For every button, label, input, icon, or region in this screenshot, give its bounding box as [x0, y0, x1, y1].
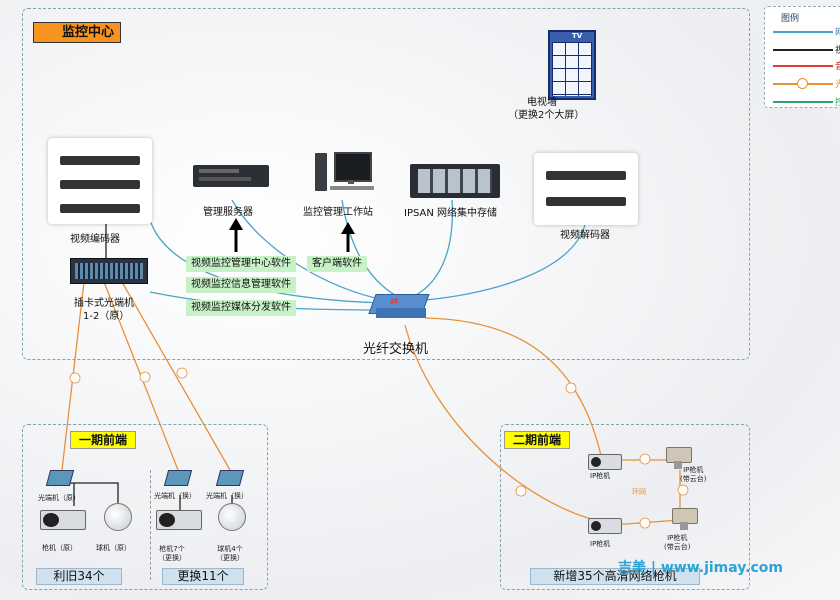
storage-array-icon	[410, 164, 500, 198]
divider	[150, 470, 151, 580]
monitor-center-zone	[22, 8, 750, 360]
card-optical-rack-icon	[70, 258, 148, 284]
phase2-label: 二期前端	[504, 431, 571, 449]
dome-orig-label: 球机（原）	[96, 544, 131, 552]
legend-label-audio: 音	[835, 62, 840, 72]
server-icon	[193, 165, 269, 187]
software-client: 客户端软件	[307, 256, 367, 272]
legend-line-audio	[773, 65, 833, 67]
workstation-label: 监控管理工作站	[303, 207, 373, 218]
optical-orig-label: 光端机（原）	[38, 494, 80, 502]
video-decoder	[534, 153, 638, 225]
fiber-switch-phase2-bottom	[404, 324, 596, 521]
rack-unit-icon	[546, 197, 626, 206]
optical-transceiver-icon	[215, 470, 245, 486]
legend-line-control	[773, 101, 833, 103]
legend-line-video	[773, 49, 833, 51]
optical-transceiver-icon	[163, 470, 193, 486]
gun-camera-icon	[156, 510, 202, 530]
gun-new-label: 枪机7个（更换）	[158, 545, 186, 562]
phase2-zone	[500, 424, 750, 590]
phase2-count: 新增35个高清网络枪机	[530, 568, 700, 585]
legend-title: 图例	[781, 14, 800, 24]
phase1-old-count: 利旧34个	[36, 568, 122, 585]
fiber-switch-label: 光纤交换机	[363, 342, 429, 357]
video-encoder	[48, 138, 152, 224]
rack-unit-icon	[546, 171, 626, 180]
dome-camera-icon	[218, 503, 246, 531]
phase1-label: 一期前端	[70, 431, 137, 449]
ip-camera-icon	[588, 518, 622, 534]
legend: 图例 网 视 音 光 控	[764, 6, 840, 108]
ring-network-label: 环网	[632, 488, 646, 496]
software-center: 视频监控管理中心软件	[186, 256, 296, 272]
card-optical-label: 插卡式光端机	[74, 298, 134, 309]
link-decoder-switch	[424, 224, 586, 301]
tv-wall-label: 电视墙	[527, 97, 557, 108]
ip-gun-2-label: IP枪机	[590, 540, 611, 548]
legend-label-network: 网	[835, 28, 840, 38]
mgmt-server-label: 管理服务器	[203, 207, 253, 218]
legend-label-control: 控	[835, 98, 840, 108]
optical-new-label: 光端机（换）	[154, 492, 196, 500]
link-server-switch	[231, 199, 386, 301]
ip-gun-1-label: IP枪机	[590, 472, 611, 480]
fiber-connector-icon	[797, 78, 808, 89]
legend-label-fiber: 光	[835, 80, 840, 90]
ip-gun-ptz-1-label: IP枪机(带云台)	[680, 466, 707, 483]
phase1-zone	[22, 424, 268, 590]
phase1-new-count: 更换11个	[162, 568, 244, 585]
keyboard-icon	[330, 186, 374, 190]
rack-unit-icon	[60, 156, 140, 165]
ip-gun-ptz-2-label: IP枪机(带云台)	[664, 534, 691, 551]
dome-camera-icon	[104, 503, 132, 531]
software-media: 视频监控媒体分发软件	[186, 300, 296, 316]
legend-line-network	[773, 31, 833, 33]
fiber-phase1-dome	[121, 281, 231, 471]
video-decoder-label: 视频解码器	[560, 230, 610, 241]
gun-camera-icon	[40, 510, 86, 530]
gun-orig-label: 枪机（原）	[42, 544, 77, 552]
monitor-icon	[334, 152, 372, 182]
optical-transceiver-icon	[45, 470, 75, 486]
software-info: 视频监控信息管理软件	[186, 277, 296, 293]
rack-unit-icon	[60, 180, 140, 189]
card-optical-sublabel: 1-2（原）	[83, 311, 130, 322]
ipsan-label: IPSAN 网络集中存储	[404, 208, 498, 219]
watermark: 吉美 | www.jimay.com	[618, 560, 783, 576]
ip-camera-icon	[588, 454, 622, 470]
video-encoder-label: 视频编码器	[70, 234, 120, 245]
tv-wall-sublabel: （更换2个大屏）	[508, 110, 585, 121]
tv-wall-icon: TV	[548, 30, 596, 100]
dome-new-label: 球机4个（更换）	[216, 545, 244, 562]
pc-tower-icon	[315, 153, 327, 191]
legend-label-video: 视	[835, 46, 840, 56]
fiber-switch-icon: ⇄	[368, 288, 430, 318]
optical-new2-label: 光端机（换）	[206, 492, 248, 500]
tv-badge: TV	[572, 32, 583, 40]
link-ipsan-switch	[409, 199, 454, 299]
rack-unit-icon	[60, 204, 140, 213]
monitor-center-title: 监控中心	[33, 22, 122, 43]
